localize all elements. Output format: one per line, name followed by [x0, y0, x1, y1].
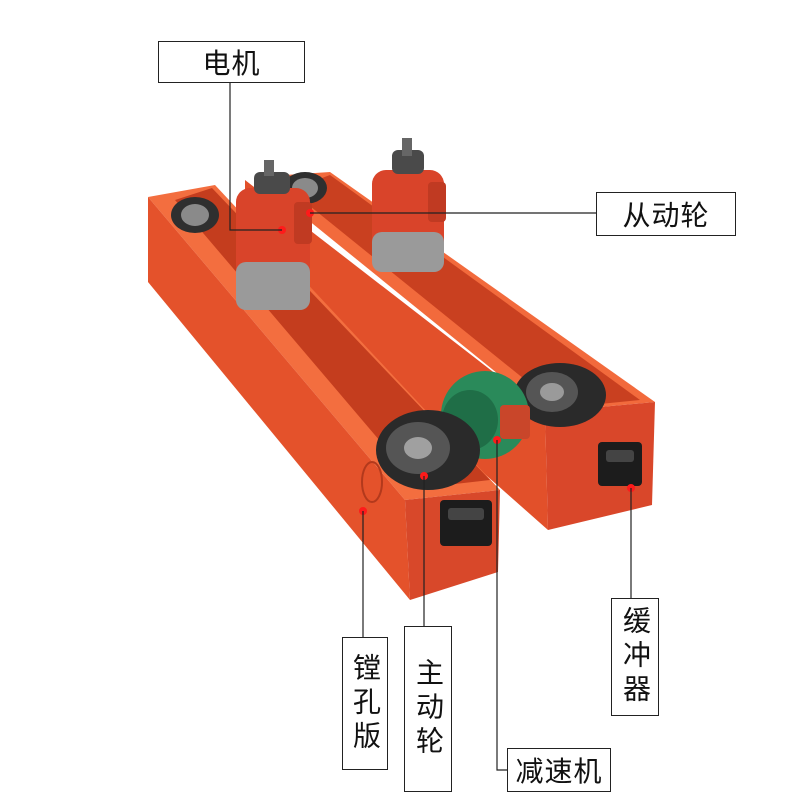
front-buffer	[440, 500, 492, 546]
reducer-label: 减速机	[507, 748, 611, 792]
rear-motor	[372, 138, 446, 272]
motor-label: 电机	[158, 41, 305, 83]
bore-plate-label: 镗孔版	[342, 637, 388, 770]
rear-front-wheel	[514, 363, 606, 427]
motor-leader	[229, 83, 282, 231]
buffer-label: 缓冲器	[611, 598, 659, 716]
rear-buffer	[598, 442, 642, 486]
front-drive-wheel	[376, 410, 480, 490]
front-motor	[236, 160, 312, 310]
reducer-leader	[496, 440, 507, 771]
bore-plate-circle	[361, 461, 383, 503]
front-beam-side	[148, 197, 410, 600]
front-back-wheel	[171, 197, 219, 233]
driven-wheel-label: 从动轮	[596, 192, 736, 236]
leader-lines	[229, 83, 632, 771]
drive-wheel-label: 主动轮	[404, 626, 452, 792]
